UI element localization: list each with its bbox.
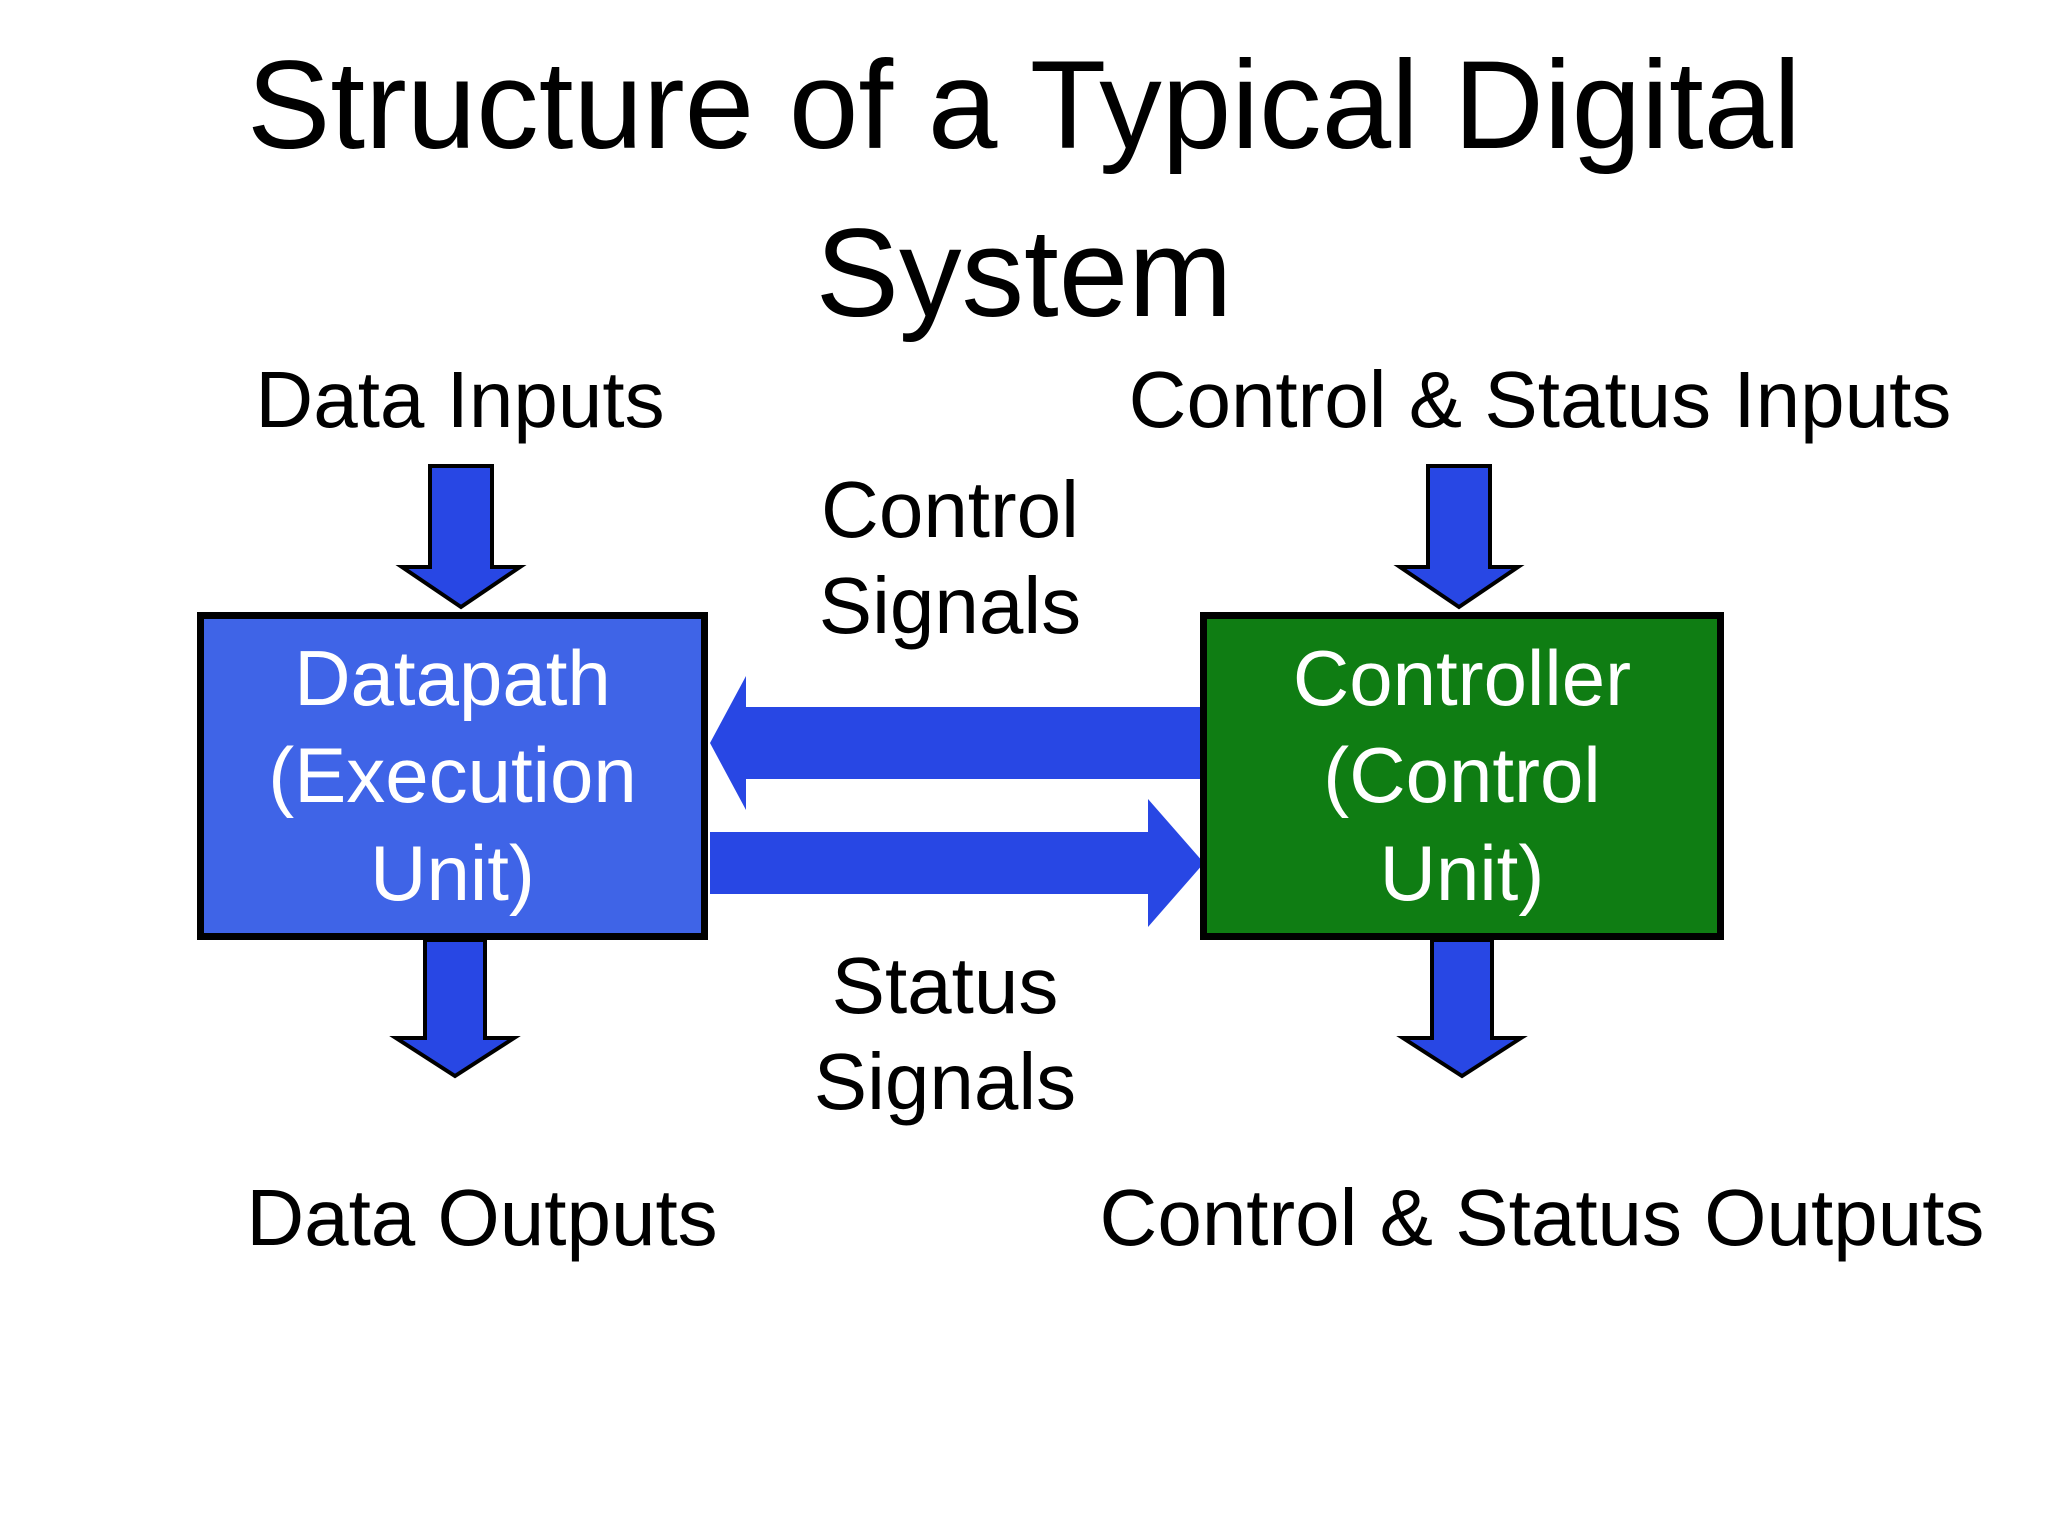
label-data-inputs: Data Inputs <box>255 355 665 444</box>
label-status-signals: Status Signals <box>813 941 1077 1126</box>
label-data-outputs: Data Outputs <box>246 1173 718 1262</box>
data-inputs-down-arrow-icon <box>395 464 527 610</box>
controller-box-label: Controller (Control Unit) <box>1292 633 1632 917</box>
slide-title: Structure of a Typical Digital System <box>247 36 1801 343</box>
data-outputs-down-arrow-icon <box>389 938 521 1079</box>
datapath-box: Datapath (Execution Unit) <box>197 612 708 940</box>
control-status-outputs-down-arrow-icon <box>1396 938 1528 1079</box>
label-control-status-outputs: Control & Status Outputs <box>1099 1173 1985 1262</box>
control-status-inputs-down-arrow-icon <box>1393 464 1525 610</box>
status-signals-right-arrow-icon <box>710 799 1204 927</box>
control-signals-left-arrow-icon <box>710 676 1204 810</box>
label-control-status-inputs: Control & Status Inputs <box>1128 355 1952 444</box>
controller-box: Controller (Control Unit) <box>1200 612 1724 940</box>
label-control-signals: Control Signals <box>818 465 1082 650</box>
datapath-box-label: Datapath (Execution Unit) <box>268 633 637 917</box>
